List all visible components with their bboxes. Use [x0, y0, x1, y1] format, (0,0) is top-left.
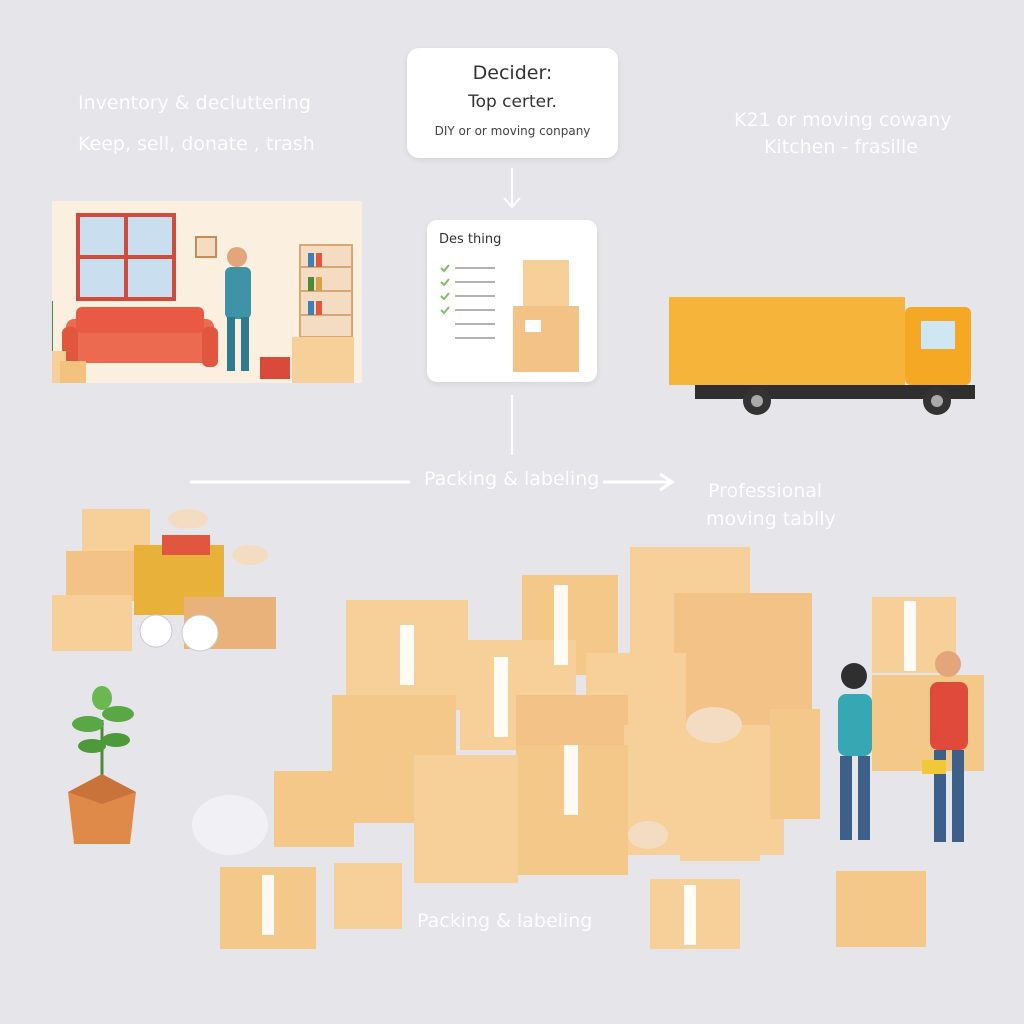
room-svg	[46, 213, 354, 383]
decider-card: Decider: Top certer. DIY or or moving co…	[407, 48, 618, 158]
moving-boxes-pile	[192, 547, 820, 949]
keep-sell-label: Keep, sell, donate , trash	[78, 133, 315, 155]
inventory-label: Inventory & decluttering	[78, 92, 311, 114]
decider-subtitle: Top certer.	[468, 92, 557, 112]
moving-truck-illustration	[669, 297, 975, 415]
decider-note: DIY or or moving conpany	[434, 124, 591, 138]
checklist-title: Des thing	[439, 232, 502, 247]
packing-labeling-label: Packing & labeling	[424, 468, 600, 490]
movers-people-illustration	[838, 651, 968, 842]
decider-title: Decider:	[472, 62, 553, 84]
bottom-packing-label: Packing & labeling	[417, 910, 593, 932]
checklist-card: Des thing	[427, 220, 597, 382]
checklist-svg	[440, 260, 579, 372]
professional-label: Professional	[708, 480, 823, 502]
kitchen-fragile-label: Kitchen - frasille	[764, 136, 918, 158]
packing-supplies-pile	[52, 509, 276, 652]
plant-box-illustration	[68, 686, 136, 844]
moving-company-label: K21 or moving cowany	[734, 109, 952, 131]
moving-tablly-label: moving tablly	[706, 508, 836, 530]
living-room-illustration	[46, 201, 362, 383]
